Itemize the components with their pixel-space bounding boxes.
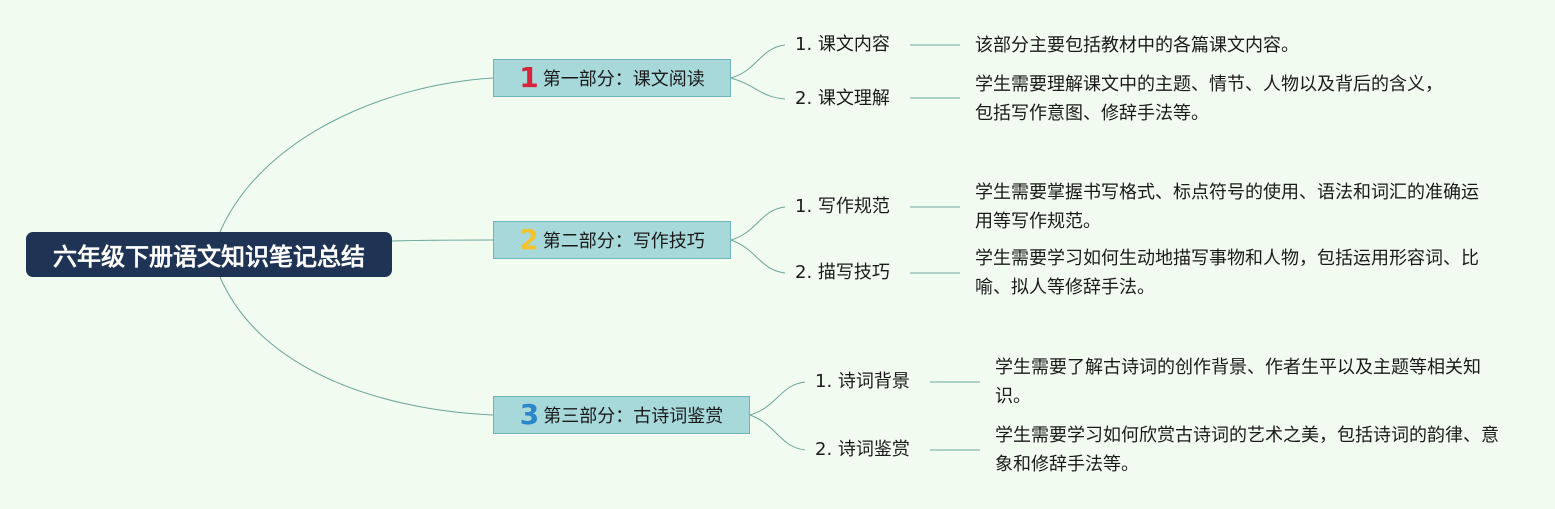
desc-2-1: 学生需要掌握书写格式、标点符号的使用、语法和词汇的准确运用等写作规范。 xyxy=(975,182,1479,232)
connector-b2-t1 xyxy=(730,206,786,241)
connector-root-branch-1 xyxy=(219,77,494,233)
branch-label-3: 第三部分：古诗词鉴赏 xyxy=(543,406,724,427)
connector-b3-t1 xyxy=(749,381,806,416)
topic-3-2[interactable]: 2. 诗词鉴赏 xyxy=(815,439,910,460)
branch-node-3[interactable]: 3 第三部分：古诗词鉴赏 xyxy=(493,396,750,434)
desc-3-2: 学生需要学习如何欣赏古诗词的艺术之美，包括诗词的韵律、意象和修辞手法等。 xyxy=(995,425,1499,475)
topic-3-1[interactable]: 1. 诗词背景 xyxy=(815,371,910,392)
branch-node-2[interactable]: 2 第二部分：写作技巧 xyxy=(493,221,731,259)
branch-number-3: 3 xyxy=(519,398,540,431)
topic-2-1[interactable]: 1. 写作规范 xyxy=(795,196,890,217)
connector-root-branch-3 xyxy=(219,276,494,416)
topic-1-1[interactable]: 1. 课文内容 xyxy=(795,34,890,55)
desc-3-1: 学生需要了解古诗词的创作背景、作者生平以及主题等相关知识。 xyxy=(995,357,1481,407)
connector-root-branch-2 xyxy=(391,239,494,242)
branch-label-1: 第一部分：课文阅读 xyxy=(542,69,705,90)
topic-1-2[interactable]: 2. 课文理解 xyxy=(795,88,890,109)
root-node[interactable]: 六年级下册语文知识笔记总结 xyxy=(26,232,392,277)
branch-number-2: 2 xyxy=(519,223,539,256)
connector-b1-t2 xyxy=(730,77,786,100)
branch-label-2: 第二部分：写作技巧 xyxy=(542,231,705,252)
connector-b1-t1 xyxy=(730,44,786,79)
desc-1-2: 学生需要理解课文中的主题、情节、人物以及背后的含义，包括写作意图、修辞手法等。 xyxy=(975,74,1443,124)
desc-2-2: 学生需要学习如何生动地描写事物和人物，包括运用形容词、比喻、拟人等修辞手法。 xyxy=(975,248,1479,298)
branch-node-1[interactable]: 1 第一部分：课文阅读 xyxy=(493,59,731,97)
desc-1-1: 该部分主要包括教材中的各篇课文内容。 xyxy=(975,35,1299,56)
root-title: 六年级下册语文知识笔记总结 xyxy=(53,243,365,271)
connector-b3-t2 xyxy=(749,414,806,451)
topic-2-2[interactable]: 2. 描写技巧 xyxy=(795,262,890,283)
branch-number-1: 1 xyxy=(519,61,539,94)
connector-b2-t2 xyxy=(730,239,786,274)
